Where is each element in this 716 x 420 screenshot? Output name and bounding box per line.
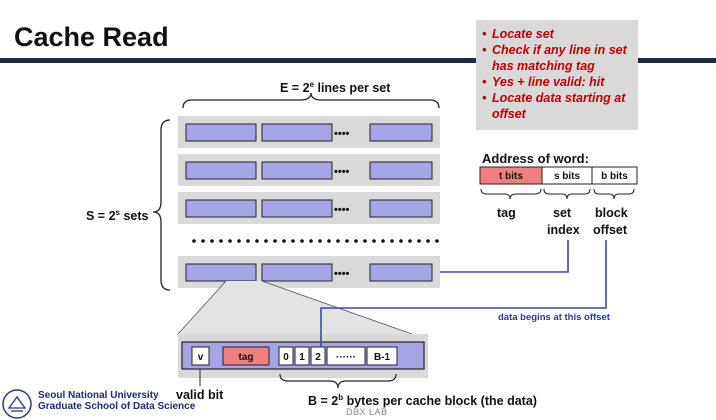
offset-brace xyxy=(593,188,635,200)
selected-set-row: •••• xyxy=(178,256,440,288)
byte-label: 1 xyxy=(299,352,305,363)
row-dots: •••• xyxy=(334,166,350,178)
cache-line xyxy=(369,199,433,218)
byte-box xyxy=(294,346,310,366)
cache-line xyxy=(185,263,257,282)
tag-brace xyxy=(480,188,542,200)
valid-bit-text: v xyxy=(198,352,204,363)
tag-label: tag xyxy=(497,206,516,220)
sets-brace xyxy=(152,119,171,291)
byte-box xyxy=(366,346,398,366)
lines-brace xyxy=(182,92,440,109)
byte-label: 2 xyxy=(315,352,321,363)
step-item: Locate data starting at offset xyxy=(482,90,638,122)
footer-line-1: Seoul National University xyxy=(38,390,159,401)
cache-line xyxy=(261,123,333,142)
valid-bit-box xyxy=(191,346,210,366)
steps-callout: Locate set Check if any line in set has … xyxy=(476,20,638,130)
cache-line xyxy=(185,161,257,180)
set-index-connector xyxy=(440,240,569,273)
cache-line xyxy=(369,161,433,180)
lab-label: DBX LAB xyxy=(346,407,388,417)
lines-per-set-label: E = 2e lines per set xyxy=(280,80,391,96)
university-logo-icon xyxy=(2,389,32,419)
step-item: Locate set xyxy=(482,26,638,42)
valid-bit-label: valid bit xyxy=(176,388,224,402)
zoom-wedge xyxy=(178,281,412,334)
cache-line xyxy=(261,161,333,180)
cache-line xyxy=(369,263,433,282)
cache-line xyxy=(369,123,433,142)
cache-line xyxy=(185,199,257,218)
offset-connector xyxy=(320,240,607,347)
bytes-brace xyxy=(279,373,397,389)
step-item: Yes + line valid: hit xyxy=(482,74,638,90)
cache-line xyxy=(185,123,257,142)
set-row: •••• xyxy=(178,192,440,224)
sets-label: S = 2s sets xyxy=(86,208,149,224)
byte-box xyxy=(310,346,326,366)
set-brace xyxy=(543,188,591,200)
data-begins-label: data begins at this offset xyxy=(498,312,610,323)
byte-label: 0 xyxy=(283,352,289,363)
byte-box xyxy=(326,346,366,366)
row-dots: •••• xyxy=(334,128,350,140)
block-offset-label-2: offset xyxy=(593,223,628,237)
row-dots: •••• xyxy=(334,268,350,280)
set-row: •••• xyxy=(178,154,440,186)
title-rule xyxy=(0,58,716,63)
cache-line xyxy=(261,199,333,218)
footer-institution: Seoul National University Graduate Schoo… xyxy=(38,390,195,412)
b-bits-field xyxy=(591,166,638,185)
tag-box-text: tag xyxy=(239,352,254,363)
footer-line-2: Graduate School of Data Science xyxy=(38,401,196,412)
row-dots: •••• xyxy=(334,204,350,216)
s-bits-text: s bits xyxy=(554,171,581,182)
set-row: •••• xyxy=(178,116,440,148)
block-offset-label-1: block xyxy=(595,206,628,220)
cache-line xyxy=(261,263,333,282)
address-of-word-label: Address of word: xyxy=(482,151,589,166)
sets-ellipsis xyxy=(192,239,439,243)
t-bits-text: t bits xyxy=(499,171,523,182)
byte-label: ······ xyxy=(336,352,356,363)
bytes-per-block-label: B = 2b bytes per cache block (the data) xyxy=(308,393,537,409)
set-index-label-2: index xyxy=(547,223,580,237)
page-title: Cache Read xyxy=(14,22,169,52)
tag-box xyxy=(222,346,270,366)
byte-label: B-1 xyxy=(374,352,391,363)
step-item: Check if any line in set has matching ta… xyxy=(482,42,638,74)
byte-box xyxy=(278,346,294,366)
set-index-label-1: set xyxy=(553,206,572,220)
b-bits-text: b bits xyxy=(601,171,628,182)
